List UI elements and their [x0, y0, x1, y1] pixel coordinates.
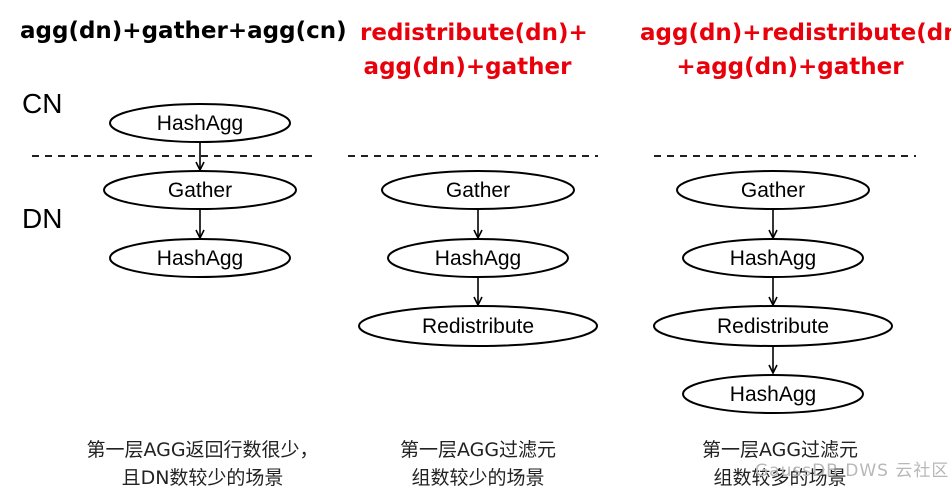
col2-node-redistribute-label: Redistribute	[422, 315, 534, 338]
col1-node-gather-label: Gather	[168, 179, 232, 202]
column-1-title: agg(dn)+gather+agg(cn)	[20, 14, 347, 48]
column-2-title-line-1: redistribute(dn)+	[360, 20, 588, 46]
column-1-caption: 第一层AGG返回行数很少， 且DN数较少的场景	[45, 436, 360, 492]
column-1-caption-line-1: 第一层AGG返回行数很少，	[86, 439, 319, 461]
col3-node-hashagg-1-label: HashAgg	[730, 247, 816, 270]
column-3-title-line-2: +agg(dn)+gather	[676, 54, 904, 80]
col2-node-gather-label: Gather	[446, 179, 510, 202]
column-2-title: redistribute(dn)+ agg(dn)+gather	[360, 16, 588, 84]
col3-node-gather-label: Gather	[741, 179, 805, 202]
col3-node-redistribute-label: Redistribute	[717, 315, 829, 338]
col1-node-hashagg-dn	[109, 238, 291, 278]
col2-node-redistribute	[358, 305, 598, 347]
column-1-caption-line-2: 且DN数较少的场景	[121, 467, 284, 489]
cn-label: CN	[22, 88, 63, 119]
column-2-caption-line-2: 组数较少的场景	[411, 467, 545, 489]
column-3-caption-line-1: 第一层AGG过滤元	[701, 439, 859, 461]
column-1-title-line: agg(dn)+gather+agg(cn)	[20, 18, 347, 44]
column-3-title: agg(dn)+redistribute(dn) +agg(dn)+gather	[640, 16, 951, 84]
column-3-caption: 第一层AGG过滤元 组数较多的场景	[680, 436, 880, 492]
dn-label: DN	[22, 203, 63, 234]
col1-node-hashagg-cn-label: HashAgg	[157, 112, 243, 135]
col3-node-hashagg-2-label: HashAgg	[730, 383, 816, 406]
column-2-caption-line-1: 第一层AGG过滤元	[399, 439, 557, 461]
col1-node-hashagg-dn-label: HashAgg	[157, 247, 243, 270]
column-3-caption-line-2: 组数较多的场景	[713, 467, 847, 489]
column-2-title-line-2: agg(dn)+gather	[363, 54, 572, 80]
col3-node-hashagg-2	[682, 374, 864, 414]
watermark: GaussDB DWS 云社区	[755, 461, 950, 481]
column-2-caption: 第一层AGG过滤元 组数较少的场景	[378, 436, 578, 492]
col2-node-hashagg-label: HashAgg	[435, 247, 521, 270]
column-3-title-line-1: agg(dn)+redistribute(dn)	[640, 20, 951, 46]
